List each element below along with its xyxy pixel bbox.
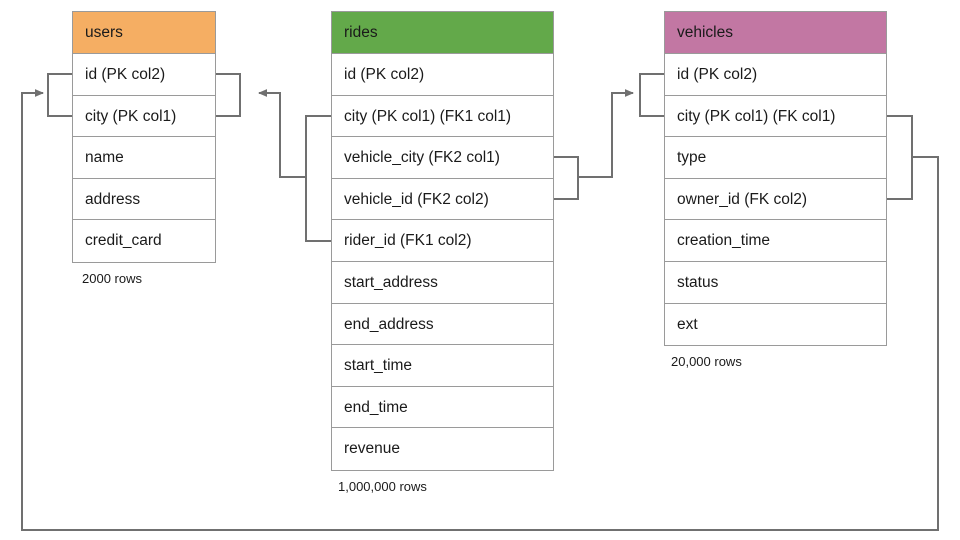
table-rides-column-vehicle-id[interactable]: vehicle_id (FK2 col2) <box>332 178 553 221</box>
table-vehicles-column-owner-id[interactable]: owner_id (FK col2) <box>665 178 886 221</box>
table-users-row-count: 2000 rows <box>82 271 142 286</box>
table-vehicles-column-id[interactable]: id (PK col2) <box>665 54 886 96</box>
table-rides[interactable]: rides id (PK col2) city (PK col1) (FK1 c… <box>331 11 554 471</box>
table-users-column-name[interactable]: name <box>73 137 215 179</box>
table-rides-column-revenue[interactable]: revenue <box>332 428 553 470</box>
table-vehicles-header: vehicles <box>665 12 886 54</box>
table-vehicles-column-status[interactable]: status <box>665 261 886 304</box>
table-vehicles-column-city[interactable]: city (PK col1) (FK col1) <box>665 95 886 138</box>
table-rides-column-vehicle-city[interactable]: vehicle_city (FK2 col1) <box>332 137 553 179</box>
table-rides-column-id[interactable]: id (PK col2) <box>332 54 553 96</box>
table-rides-column-rider-id[interactable]: rider_id (FK1 col2) <box>332 220 553 262</box>
connector-rides-fk1-to-users <box>216 73 331 242</box>
table-vehicles-column-type[interactable]: type <box>665 137 886 179</box>
table-vehicles-row-count: 20,000 rows <box>671 354 742 369</box>
table-rides-column-start-time[interactable]: start_time <box>332 345 553 387</box>
table-vehicles[interactable]: vehicles id (PK col2) city (PK col1) (FK… <box>664 11 887 347</box>
table-vehicles-column-creation-time[interactable]: creation_time <box>665 220 886 262</box>
table-vehicles-column-ext[interactable]: ext <box>665 303 886 346</box>
table-rides-column-city[interactable]: city (PK col1) (FK1 col1) <box>332 95 553 138</box>
table-rides-header: rides <box>332 12 553 54</box>
table-users-header: users <box>73 12 215 54</box>
table-rides-column-end-address[interactable]: end_address <box>332 303 553 346</box>
table-users[interactable]: users id (PK col2) city (PK col1) name a… <box>72 11 216 263</box>
table-rides-column-end-time[interactable]: end_time <box>332 386 553 429</box>
table-users-column-credit-card[interactable]: credit_card <box>73 220 215 262</box>
table-rides-column-start-address[interactable]: start_address <box>332 261 553 304</box>
table-users-column-address[interactable]: address <box>73 178 215 221</box>
table-users-column-city[interactable]: city (PK col1) <box>73 95 215 138</box>
table-rides-row-count: 1,000,000 rows <box>338 479 427 494</box>
table-users-column-id[interactable]: id (PK col2) <box>73 54 215 96</box>
connector-rides-fk2-to-vehicles <box>554 73 664 200</box>
